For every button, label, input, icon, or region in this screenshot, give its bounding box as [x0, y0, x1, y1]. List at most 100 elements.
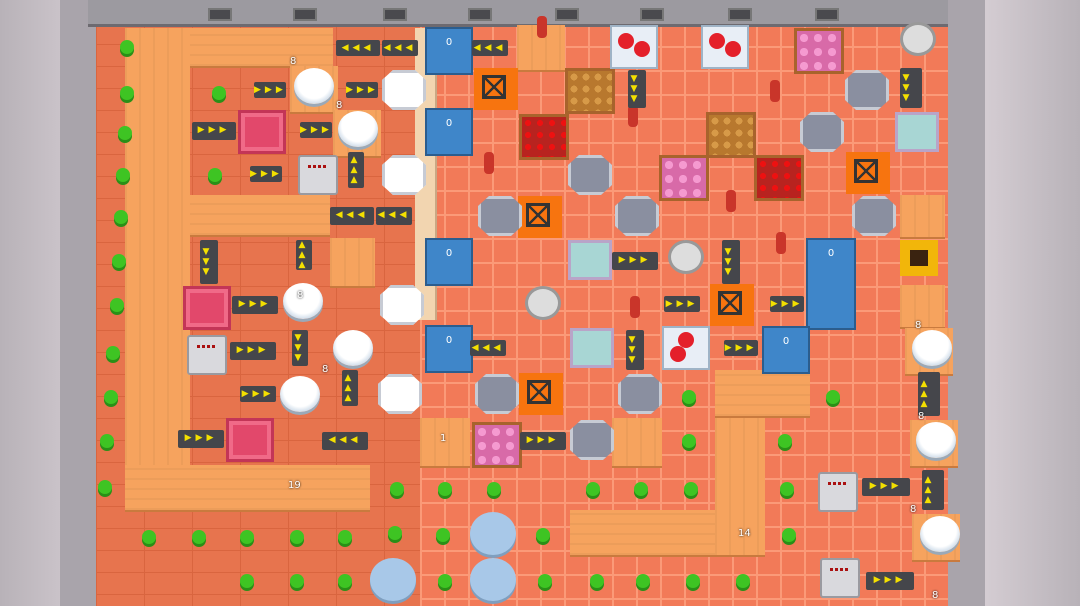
tomato-crate[interactable]	[519, 114, 569, 160]
conveyor[interactable]: ▼▼▼	[626, 330, 644, 370]
counter[interactable]	[715, 370, 810, 416]
pot[interactable]	[900, 22, 936, 56]
conveyor[interactable]: ▶▶▶	[192, 122, 236, 140]
plate-stack[interactable]	[338, 111, 378, 147]
counter[interactable]	[900, 195, 945, 237]
prep-table[interactable]	[382, 70, 426, 110]
counter[interactable]	[190, 195, 330, 235]
storage-bin[interactable]: 0	[806, 238, 856, 330]
hob[interactable]	[710, 284, 754, 326]
conveyor[interactable]: ▶▶▶	[866, 572, 914, 590]
conveyor[interactable]: ◀◀◀	[322, 432, 368, 450]
mixer[interactable]	[895, 112, 939, 152]
pot[interactable]	[668, 240, 704, 274]
conveyor[interactable]: ▲▲▲	[918, 372, 940, 416]
conveyor[interactable]: ◀◀◀	[472, 40, 508, 56]
hob[interactable]	[519, 373, 563, 415]
meat-crate[interactable]	[472, 422, 522, 468]
pot[interactable]	[525, 286, 561, 320]
prep-table[interactable]	[475, 374, 519, 414]
dish-rack[interactable]	[187, 335, 227, 375]
conveyor[interactable]: ◀◀◀	[470, 340, 506, 356]
conveyor[interactable]: ▼▼▼	[628, 70, 646, 108]
storage-bin[interactable]: 0	[425, 238, 473, 286]
dish-rack[interactable]	[818, 472, 858, 512]
storage-bin[interactable]: 0	[425, 108, 473, 156]
mixer[interactable]	[570, 328, 614, 368]
hob[interactable]	[474, 68, 518, 110]
prep-table[interactable]	[618, 374, 662, 414]
prep-table[interactable]	[845, 70, 889, 110]
prep-table[interactable]	[615, 196, 659, 236]
counter[interactable]	[125, 465, 370, 510]
counter[interactable]	[420, 418, 470, 466]
sink[interactable]	[226, 418, 274, 462]
conveyor[interactable]: ▶▶▶	[254, 82, 286, 98]
conveyor[interactable]: ▶▶▶	[724, 340, 758, 356]
stove[interactable]	[701, 25, 749, 69]
conveyor[interactable]: ▼▼▼	[200, 240, 218, 284]
counter[interactable]	[330, 238, 375, 286]
counter[interactable]	[612, 418, 662, 466]
prep-table[interactable]	[382, 155, 426, 195]
conveyor[interactable]: ◀◀◀	[336, 40, 380, 56]
conveyor[interactable]: ▶▶▶	[520, 432, 566, 450]
counter[interactable]	[125, 28, 190, 510]
round-table[interactable]	[370, 558, 416, 601]
conveyor[interactable]: ◀◀◀	[330, 207, 374, 225]
conveyor[interactable]: ▲▲▲	[348, 152, 364, 188]
conveyor[interactable]: ▲▲▲	[342, 370, 358, 406]
prep-table[interactable]	[800, 112, 844, 152]
plate-stack[interactable]	[280, 376, 320, 412]
prep-table[interactable]	[478, 196, 522, 236]
potato-crate[interactable]	[565, 68, 615, 114]
conveyor[interactable]: ▶▶▶	[178, 430, 224, 448]
conveyor[interactable]: ▶▶▶	[300, 122, 332, 138]
tomato-crate[interactable]	[754, 155, 804, 201]
conveyor[interactable]: ▶▶▶	[346, 82, 378, 98]
potato-crate[interactable]	[706, 112, 756, 158]
mixer[interactable]	[568, 240, 612, 280]
stove[interactable]	[610, 25, 658, 69]
conveyor[interactable]: ▼▼▼	[292, 330, 308, 366]
prep-table[interactable]	[378, 374, 422, 414]
conveyor[interactable]: ▶▶▶	[232, 296, 278, 314]
conveyor[interactable]: ▶▶▶	[250, 166, 282, 182]
counter[interactable]	[900, 285, 945, 327]
conveyor[interactable]: ▶▶▶	[664, 296, 700, 312]
dish-rack[interactable]	[298, 155, 338, 195]
meat-crate[interactable]	[659, 155, 709, 201]
round-table[interactable]	[470, 558, 516, 601]
conveyor[interactable]: ▼▼▼	[900, 68, 922, 108]
storage-bin[interactable]: 0	[425, 325, 473, 373]
conveyor[interactable]: ◀◀◀	[376, 207, 412, 225]
dish-rack[interactable]	[820, 558, 860, 598]
conveyor[interactable]: ▼▼▼	[722, 240, 740, 284]
round-table[interactable]	[470, 512, 516, 555]
plate-stack[interactable]	[283, 283, 323, 319]
prep-table[interactable]	[852, 196, 896, 236]
conveyor[interactable]: ▶▶▶	[240, 386, 276, 402]
trash-bin[interactable]	[900, 240, 938, 276]
sink[interactable]	[238, 110, 286, 154]
conveyor[interactable]: ▶▶▶	[862, 478, 910, 496]
counter[interactable]	[517, 25, 565, 70]
hob[interactable]	[518, 196, 562, 238]
sink[interactable]	[183, 286, 231, 330]
conveyor[interactable]: ▲▲▲	[922, 470, 944, 510]
plate-stack[interactable]	[912, 330, 952, 366]
conveyor[interactable]: ▲▲▲	[296, 240, 312, 270]
prep-table[interactable]	[568, 155, 612, 195]
conveyor[interactable]: ▶▶▶	[230, 342, 276, 360]
plate-stack[interactable]	[920, 516, 960, 552]
conveyor[interactable]: ▶▶▶	[612, 252, 658, 270]
storage-bin[interactable]: 0	[762, 326, 810, 374]
plate-stack[interactable]	[333, 330, 373, 366]
conveyor[interactable]: ▶▶▶	[770, 296, 804, 312]
prep-table[interactable]	[570, 420, 614, 460]
plate-stack[interactable]	[916, 422, 956, 458]
conveyor[interactable]: ◀◀◀	[382, 40, 418, 56]
hob[interactable]	[846, 152, 890, 194]
meat-crate[interactable]	[794, 28, 844, 74]
plate-stack[interactable]	[294, 68, 334, 104]
